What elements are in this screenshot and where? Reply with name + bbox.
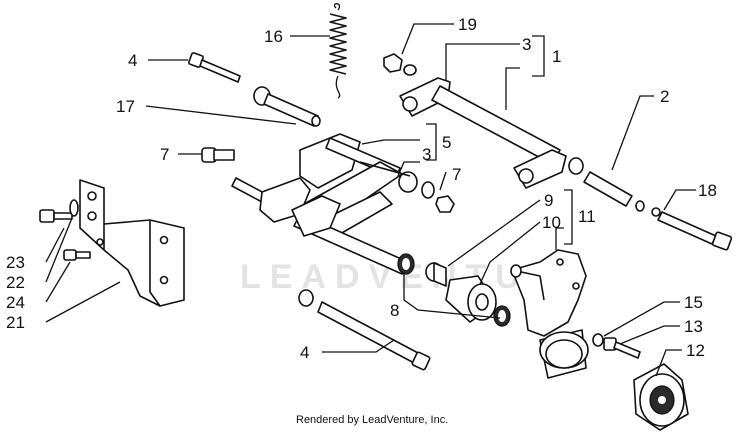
part-9-bush [425,262,447,287]
callout-22: 22 [6,273,25,292]
callout-5: 5 [442,133,451,152]
callout-23: 23 [6,253,25,272]
callout-13: 13 [684,317,703,336]
part-19-nut [383,53,417,76]
callout-21: 21 [6,313,25,332]
part-16-spring [329,3,347,99]
callout-2: 2 [660,87,669,106]
part-21-bracket [79,179,185,307]
callout-8: 8 [390,301,399,320]
callout-4-lower: 4 [300,343,309,362]
callout-15: 15 [684,293,703,312]
part-15-washer [592,333,604,347]
callout-17: 17 [116,97,135,116]
part-4-bolt-lower [298,289,431,371]
leader-lines [45,23,696,377]
callout-4-upper: 4 [128,51,137,70]
callout-11: 11 [578,207,596,226]
part-7-stud-left [201,147,235,163]
part-13-bolt [603,337,641,359]
callout-18: 18 [698,181,717,200]
callout-24: 24 [6,293,25,312]
part-7-nut-right [421,181,455,213]
part-4-bolt-upper [188,52,241,83]
callout-1: 1 [552,47,561,66]
render-credit: Rendered by LeadVenture, Inc. [296,414,449,426]
part-17-sleeve [253,86,321,127]
part-2-sleeve [568,157,645,212]
part-24-stud [63,249,91,261]
callout-7-right: 7 [452,165,461,184]
part-5-lower-arm-assembly [231,133,418,275]
part-11-mount-plate [510,249,589,379]
part-12-cap [633,363,689,431]
callout-3-lower: 3 [422,145,431,164]
part-22-washer [69,199,79,217]
part-8-o-ring-left [397,253,415,275]
part-8-o-ring-right [493,305,511,327]
part-23-bolt [39,209,73,223]
callout-3-upper: 3 [522,35,531,54]
callout-12: 12 [686,341,705,360]
callout-19: 19 [458,15,477,34]
callout-labels: 4 16 19 3 1 2 17 5 3 7 7 18 9 11 10 8 15… [6,15,717,362]
callout-7-left: 7 [160,145,169,164]
part-1-upper-arm [399,77,567,189]
part-18-bolt [651,207,733,251]
callout-9: 9 [544,191,553,210]
part-10-bushing [445,275,497,323]
callout-16: 16 [264,27,283,46]
callout-10: 10 [542,213,561,232]
